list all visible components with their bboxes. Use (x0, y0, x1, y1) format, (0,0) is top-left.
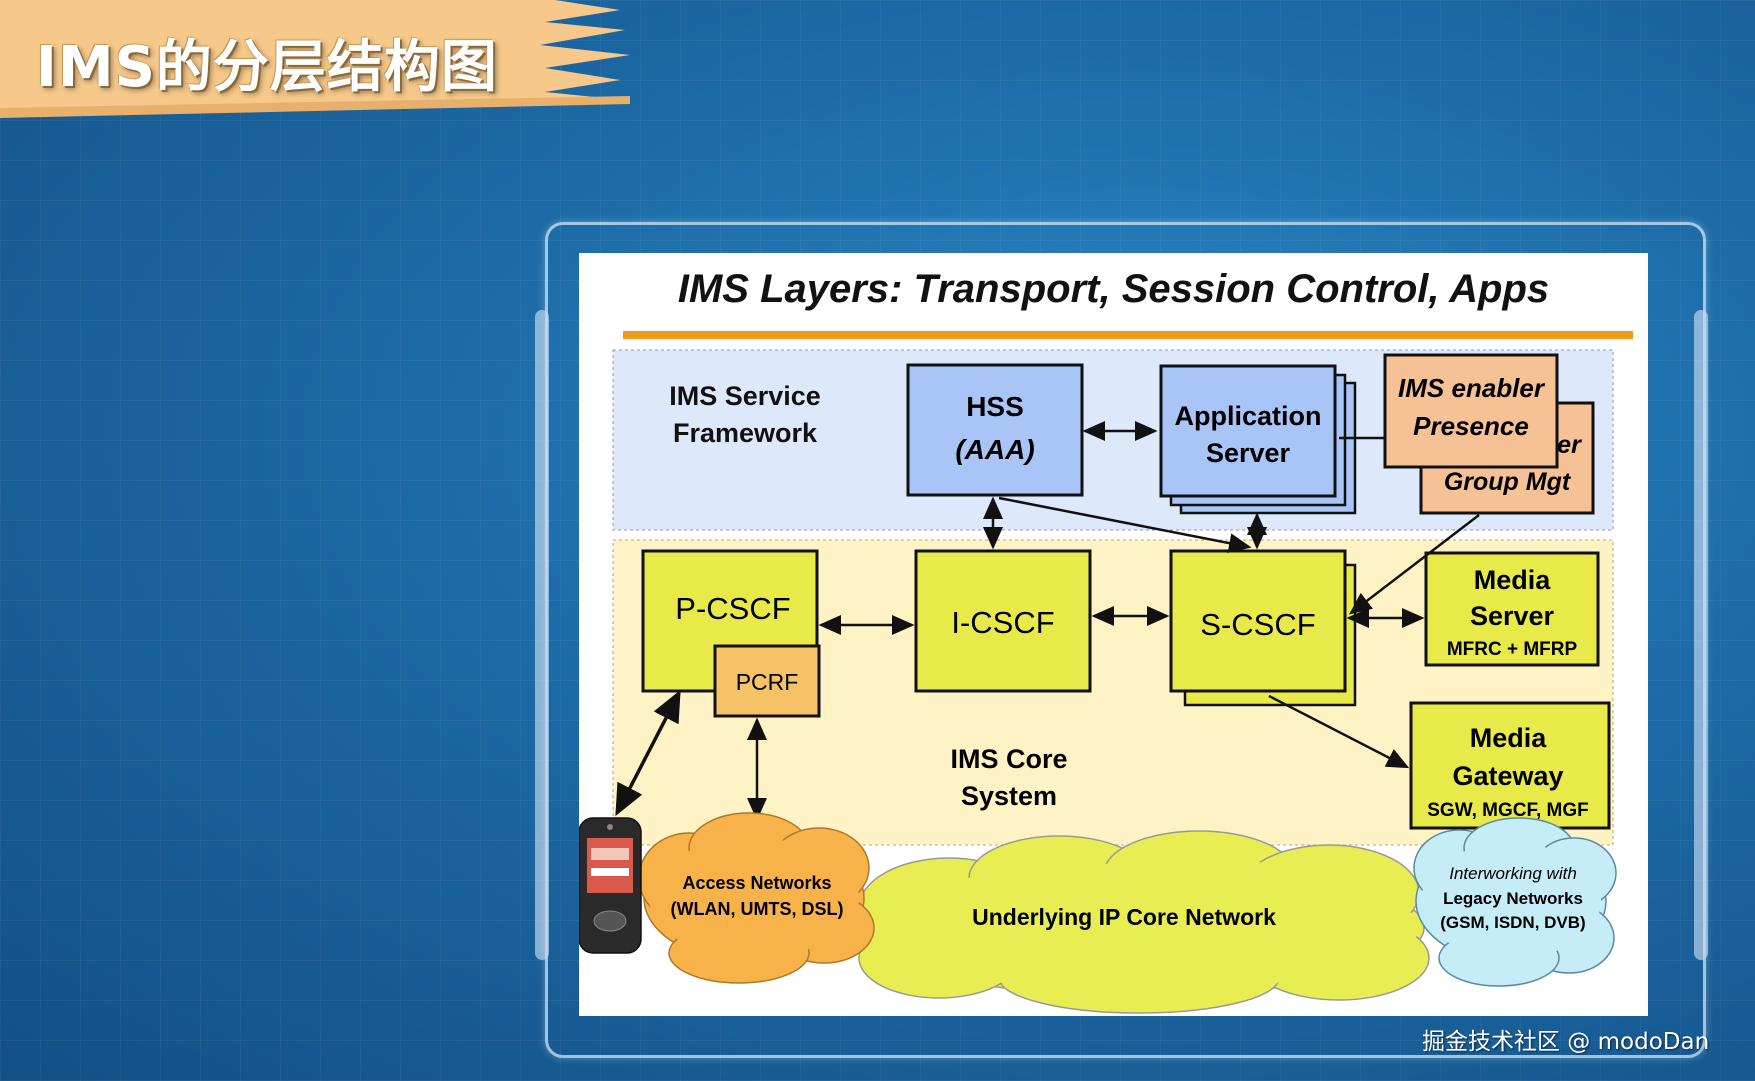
media-gateway-label-3: SGW, MGCF, MGF (1427, 800, 1589, 821)
hss-label: HSS (966, 391, 1024, 422)
ip-core-label: Underlying IP Core Network (972, 904, 1276, 930)
pcrf-label: PCRF (736, 669, 799, 695)
application-server-box (1159, 364, 1337, 498)
media-server-label-2: Server (1470, 601, 1555, 631)
legacy-label-1: Interworking with (1449, 864, 1577, 883)
ip-core-cloud (853, 830, 1430, 1014)
hss-sublabel: (AAA) (955, 434, 1034, 465)
legacy-label-3: (GSM, ISDN, DVB) (1440, 913, 1585, 932)
media-gateway-box (1409, 701, 1611, 830)
media-gateway-label-1: Media (1470, 723, 1548, 753)
enabler-scscf-arrow (1349, 514, 1480, 615)
pcscf-label: P-CSCF (675, 591, 790, 626)
slide-title: IMS Layers: Transport, Session Control, … (677, 267, 1550, 311)
access-networks-label-1: Access Networks (682, 873, 831, 893)
frame-left-bar (535, 310, 549, 960)
core-system-label-2: System (961, 781, 1057, 811)
hss-scscf-arrow (998, 496, 1252, 553)
access-networks-cloud (638, 812, 875, 984)
scscf-box (1169, 549, 1347, 693)
watermark: 掘金技术社区 @ modoDan (1422, 1029, 1710, 1055)
pcscf-phone-arrow (615, 689, 681, 817)
media-server-box (1424, 551, 1600, 667)
access-networks-label-2: (WLAN, UMTS, DSL) (671, 899, 844, 919)
legacy-networks-cloud (1413, 817, 1617, 987)
title-underline (623, 331, 1633, 339)
service-framework-label-2: Framework (673, 418, 818, 448)
media-server-label-3: MFRC + MFRP (1447, 639, 1578, 660)
hss-box (906, 363, 1084, 497)
frame-right-bar (1694, 310, 1708, 960)
enabler-presence-box (1383, 353, 1559, 469)
enabler-group-label-2: Group Mgt (1444, 468, 1572, 496)
application-server-label-2: Server (1206, 438, 1291, 468)
enabler-presence-label-2: Presence (1413, 411, 1529, 441)
scscf-label: S-CSCF (1200, 607, 1315, 642)
media-gateway-label-2: Gateway (1452, 761, 1563, 791)
legacy-label-2: Legacy Networks (1443, 889, 1583, 908)
service-framework-label-1: IMS Service (669, 381, 821, 411)
pcrf-box (713, 644, 821, 718)
scscf-gateway-arrow (1268, 694, 1410, 769)
enabler-presence-label-1: IMS enabler (1398, 373, 1546, 403)
media-server-label-1: Media (1474, 565, 1552, 595)
application-server-label-1: Application (1175, 401, 1322, 431)
icscf-box (914, 549, 1092, 693)
ims-layer-diagram: IMS Service Framework HSS (AAA) Applicat… (579, 349, 1617, 1014)
title-banner (0, 0, 630, 118)
core-system-label-1: IMS Core (950, 744, 1067, 774)
mobile-phone-icon (579, 817, 642, 954)
enabler-group-label-1: er (1557, 431, 1582, 459)
ims-diagram-slide: IMS Layers: Transport, Session Control, … (579, 253, 1648, 1016)
icscf-label: I-CSCF (951, 605, 1054, 640)
page-title: IMS的分层结构图 (36, 35, 498, 100)
